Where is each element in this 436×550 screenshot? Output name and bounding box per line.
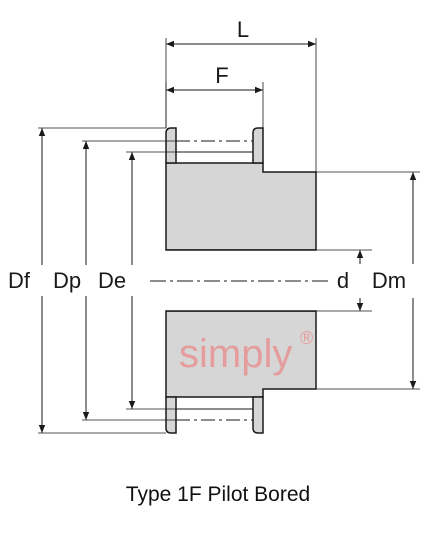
label-De: De <box>98 268 126 293</box>
label-Df: Df <box>8 268 31 293</box>
extension-lines <box>38 38 420 434</box>
flange-bottom-right <box>252 396 264 434</box>
flange-top-right <box>252 127 264 164</box>
flange-top-left <box>165 127 177 164</box>
label-d: d <box>337 268 349 293</box>
dimension-lines <box>38 40 417 433</box>
label-Dm: Dm <box>372 268 406 293</box>
flange-bottom-left <box>165 396 177 434</box>
watermark-text: simply <box>179 332 292 376</box>
label-F: F <box>215 63 228 88</box>
upper-body <box>165 162 317 251</box>
watermark-registered-mark: ® <box>300 328 313 348</box>
label-L: L <box>237 17 249 42</box>
pulley-section <box>150 127 330 434</box>
label-Dp: Dp <box>53 268 81 293</box>
diagram-caption: Type 1F Pilot Bored <box>125 483 311 506</box>
